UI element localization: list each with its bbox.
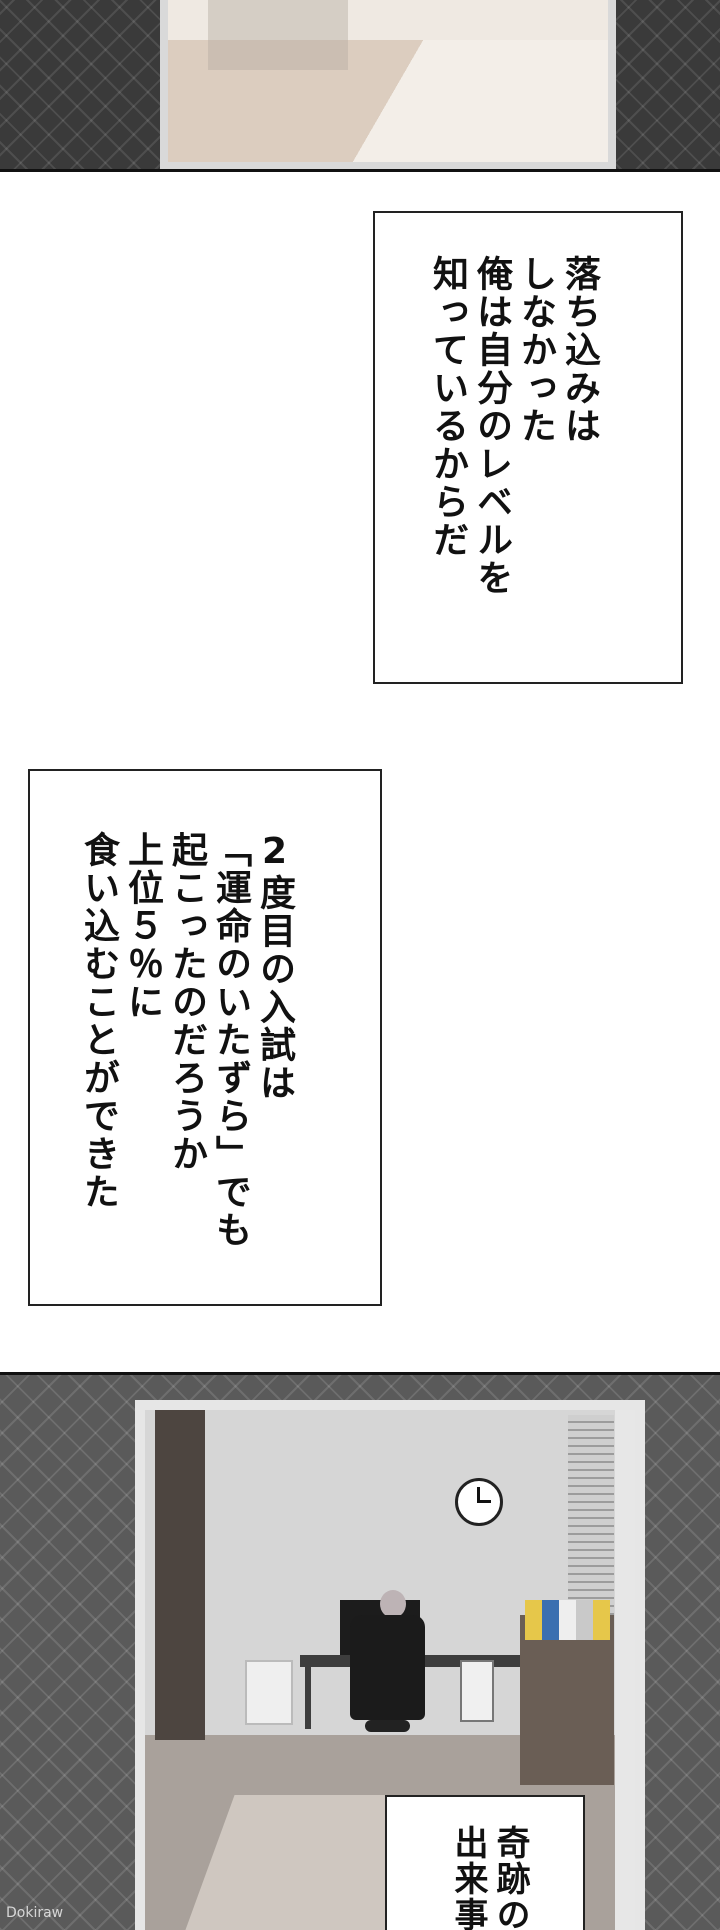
- caption-2-text: 2度目の入試は 「運命のいたずら」でも 起こったのだろうか 上位５％に 食い込む…: [76, 831, 296, 1249]
- caption-box-3: 奇跡の 出来事: [385, 1795, 585, 1930]
- wardrobe: [155, 1410, 205, 1740]
- bookshelf: [520, 1615, 614, 1785]
- caption-1-line: しなかった: [515, 255, 556, 445]
- panel-border: [0, 169, 720, 172]
- clock-hand: [477, 1487, 480, 1503]
- caption-2-line: 2度目の入試は: [254, 831, 295, 1102]
- chair-base: [365, 1720, 410, 1732]
- caption-1-line: 落ち込みは: [559, 255, 600, 445]
- caption-2-line: 起こったのだろうか: [166, 831, 207, 1173]
- caption-2-line: 食い込むことができた: [78, 831, 119, 1211]
- caption-1-line: 俺は自分のレベルを: [471, 255, 512, 597]
- pc-tower: [460, 1660, 494, 1722]
- floor-shadow: [208, 0, 348, 70]
- caption-box-2: 2度目の入試は 「運命のいたずら」でも 起こったのだろうか 上位５％に 食い込む…: [28, 769, 382, 1306]
- office-chair: [350, 1615, 425, 1720]
- caption-1-line: 知っているからだ: [427, 255, 468, 559]
- caption-3-text: 奇跡の 出来事: [447, 1825, 531, 1930]
- top-panel-room-scene: [0, 0, 720, 172]
- desk-leg: [305, 1667, 311, 1729]
- caption-3-line: 出来事: [448, 1825, 488, 1930]
- binders: [525, 1600, 610, 1640]
- caption-box-1: 落ち込みは しなかった 俺は自分のレベルを 知っているからだ: [373, 211, 683, 684]
- drawer-unit: [245, 1660, 293, 1725]
- bottom-panel-room-scene: 奇跡の 出来事: [0, 1372, 720, 1930]
- doorway-frame: [160, 0, 616, 170]
- caption-2-line: 「運命のいたずら」でも: [210, 831, 251, 1249]
- clock-hand: [477, 1500, 491, 1503]
- watermark: Dokiraw: [6, 1905, 64, 1921]
- caption-2-line: 上位５％に: [122, 831, 163, 1021]
- floor-light: [168, 40, 608, 162]
- caption-3-line: 奇跡の: [490, 1825, 530, 1930]
- person-head: [380, 1590, 406, 1618]
- caption-1-text: 落ち込みは しなかった 俺は自分のレベルを 知っているからだ: [425, 255, 601, 597]
